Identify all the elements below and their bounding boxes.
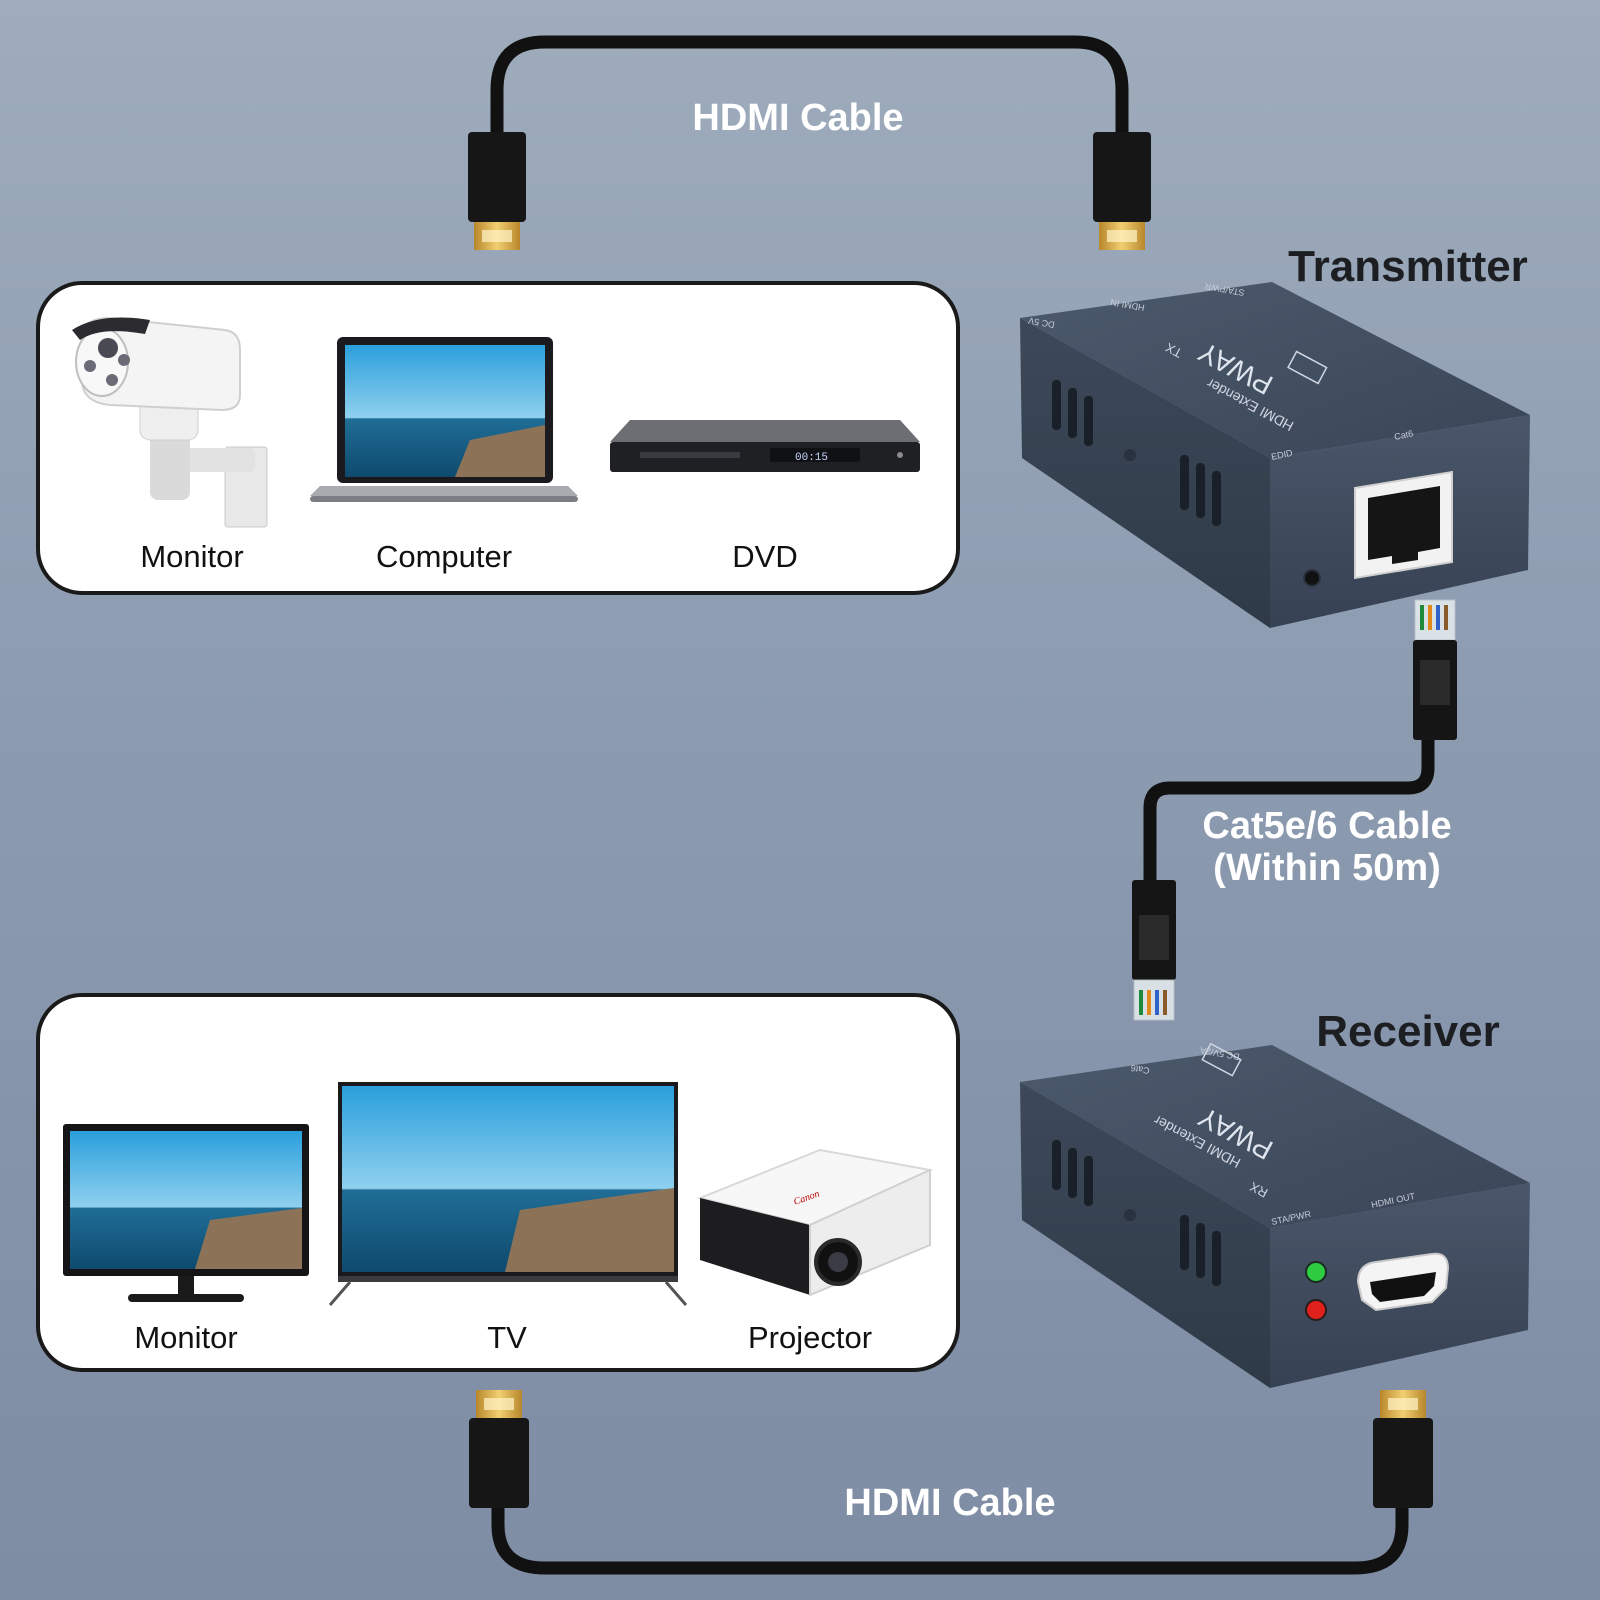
hdmi-plug-icon <box>1093 132 1151 250</box>
rj45-plug-icon <box>1132 880 1176 1021</box>
source-label-computer: Computer <box>376 539 512 574</box>
security-camera-icon <box>72 316 268 528</box>
monitor-icon <box>63 1124 309 1302</box>
hdmi-plug-icon <box>1373 1390 1433 1508</box>
source-label-dvd: DVD <box>732 539 797 574</box>
rj45-port-icon <box>1354 470 1453 580</box>
tx-port-cat6: Cat6 <box>1393 428 1414 442</box>
cat-cable-label: Cat5e/6 Cable <box>1202 805 1451 847</box>
cat-cable: Cat5e/6 Cable (Within 50m) <box>1132 599 1457 1021</box>
source-devices-panel: 00:15 Monitor Computer DVD <box>36 281 960 595</box>
hdmi-cable-top: HDMI Cable <box>468 35 1151 250</box>
hdmi-port-icon <box>1356 1252 1450 1312</box>
transmitter-device: Transmitter PWAY HDMI Extender TX DC 5V … <box>1020 242 1530 628</box>
hdmi-cable-top-label: HDMI Cable <box>692 97 903 139</box>
projector-icon: Canon <box>696 1148 934 1297</box>
receiver-device: Receiver PWAY HDMI Extender RX Cat6 DC 5… <box>1020 1007 1530 1388</box>
tv-icon <box>328 1082 688 1306</box>
transmitter-badge: TX <box>1163 340 1185 361</box>
display-label-projector: Projector <box>748 1320 872 1355</box>
transmitter-title: Transmitter <box>1288 242 1528 291</box>
power-led-red <box>1305 1299 1327 1321</box>
dvd-player-icon: 00:15 <box>610 420 920 472</box>
source-label-monitor: Monitor <box>140 539 243 574</box>
cat-cable-length: (Within 50m) <box>1213 847 1441 889</box>
display-label-tv: TV <box>487 1320 527 1355</box>
display-label-monitor: Monitor <box>134 1320 237 1355</box>
rj45-plug-icon <box>1413 599 1457 740</box>
edid-button <box>1303 569 1321 587</box>
hdmi-cable-bottom-label: HDMI Cable <box>844 1482 1055 1524</box>
hdmi-plug-icon <box>468 132 526 250</box>
status-led-green <box>1305 1261 1327 1283</box>
hdmi-plug-icon <box>469 1390 529 1508</box>
tx-port-dc: DC 5V <box>1027 315 1055 329</box>
display-devices-panel: Canon Monitor TV Projector <box>36 993 960 1372</box>
laptop-icon <box>310 337 578 502</box>
receiver-title: Receiver <box>1316 1007 1499 1056</box>
rx-port-cat6: Cat6 <box>1130 1063 1150 1076</box>
hdmi-cable-bottom: HDMI Cable <box>469 1390 1433 1575</box>
tx-port-edid: EDID <box>1270 448 1294 462</box>
dvd-display: 00:15 <box>795 452 828 464</box>
